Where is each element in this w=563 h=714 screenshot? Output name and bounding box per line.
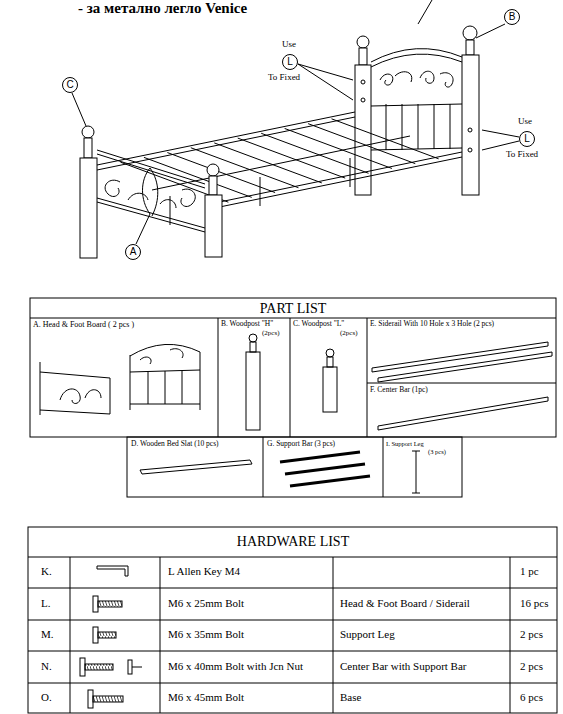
callout-note: Use — [282, 40, 296, 50]
part-name: (2pcs) — [340, 330, 358, 338]
table-cell: 2 pcs — [520, 628, 543, 640]
table-cell: Base — [340, 691, 361, 703]
part-name: D. Wooden Bed Slat (10 pcs) — [131, 440, 219, 448]
part-name: C. Woodpost "L" — [293, 320, 344, 328]
callout-circle: C — [62, 77, 78, 93]
table-cell: 16 pcs — [520, 597, 548, 609]
part-name: E. Siderail With 10 Hole x 3 Hole (2 pcs… — [370, 320, 494, 328]
table-title: HARDWARE LIST — [237, 534, 349, 549]
table-cell: M6 x 40mm Bolt with Jcn Nut — [168, 660, 303, 672]
callout-letter: A — [130, 247, 137, 257]
table-cell: Support Leg — [340, 628, 395, 640]
part-name: I. Support Leg — [386, 440, 424, 447]
part-name: (2pcs) — [262, 330, 280, 338]
part-name: F. Center Bar (1pc) — [370, 386, 428, 394]
callout-circle: L — [519, 131, 535, 147]
callout-letter: L — [524, 134, 530, 144]
callout-note: To Fixed — [268, 73, 300, 83]
callout-letter: B — [509, 12, 516, 22]
table-title: PART LIST — [260, 301, 326, 316]
headboard — [355, 26, 479, 195]
table-cell: L. — [41, 597, 50, 609]
leader-lines — [72, 0, 519, 244]
callout-circle: A — [125, 244, 141, 260]
table-cell: M6 x 35mm Bolt — [168, 628, 244, 640]
part-name: (3 pcs) — [428, 448, 446, 455]
part-name: G. Support Bar (3 pcs) — [267, 440, 335, 448]
table-cell: 6 pcs — [520, 691, 543, 703]
table-cell: L Allen Key M4 — [168, 565, 240, 577]
callout-note: Use — [518, 117, 532, 127]
table-cell: M6 x 25mm Bolt — [168, 597, 244, 609]
callout-note: To Fixed — [506, 150, 538, 160]
table-cell: M6 x 45mm Bolt — [168, 691, 244, 703]
table-cell: 1 pc — [520, 565, 539, 577]
callout-letter: C — [66, 80, 73, 90]
part-name: B. Woodpost "H" — [221, 320, 273, 328]
page-heading: - за метално легло Venice — [78, 0, 247, 17]
table-cell: Center Bar with Support Bar — [340, 660, 466, 672]
part-list-table — [30, 298, 556, 497]
table-cell: K. — [41, 565, 52, 577]
table-cell: O. — [41, 691, 52, 703]
hardware-list-table — [28, 527, 557, 713]
side-rails — [97, 112, 462, 225]
part-name: A. Head & Foot Board ( 2 pcs ) — [33, 321, 134, 330]
callout-circle: B — [504, 9, 520, 25]
table-cell: 2 pcs — [520, 660, 543, 672]
callout-circle: L — [282, 54, 298, 70]
callout-letter: L — [287, 57, 293, 67]
footboard — [80, 126, 222, 258]
table-cell: M. — [41, 628, 54, 640]
bed-slat — [332, 119, 439, 159]
table-cell: Head & Foot Board / Siderail — [340, 597, 470, 609]
table-cell: N. — [41, 660, 52, 672]
